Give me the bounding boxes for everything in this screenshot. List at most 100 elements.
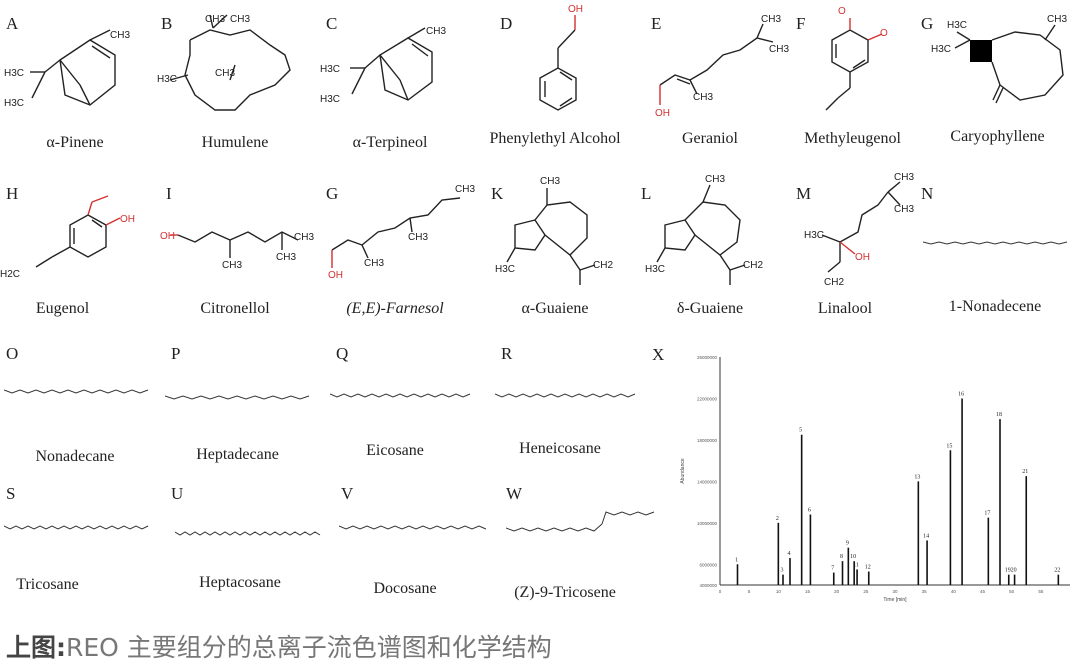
atom-label: O: [880, 28, 888, 39]
compound-name: Heptacosane: [199, 574, 281, 591]
x-axis-label: Time [min]: [883, 597, 907, 603]
linalool-structure: CH3 CH3 H3C OH CH2: [804, 172, 914, 288]
farnesol-structure: OH CH3 CH3 CH3: [328, 184, 475, 281]
atom-label: H3C: [947, 20, 967, 31]
compound-name: Linalool: [817, 300, 873, 317]
panel-letter: L: [641, 184, 652, 203]
peak-label: 16: [958, 391, 964, 397]
compound-name: Geraniol: [682, 130, 738, 147]
atom-label: OH: [160, 231, 175, 242]
panel-m: M CH3 CH3 H3C OH CH2 Linalool: [790, 170, 960, 325]
compound-name: δ-Guaiene: [676, 300, 744, 317]
panel-letter: I: [166, 184, 172, 203]
compound-name: Citronellol: [200, 300, 270, 317]
panel-letter: B: [161, 14, 173, 33]
eicosane-chain: [330, 393, 471, 398]
panel-letter: D: [500, 14, 513, 33]
eugenol-structure: OH H2C: [0, 195, 135, 280]
figure-caption: 上图:REO 主要组分的总离子流色谱图和化学结构: [6, 628, 552, 664]
heptacosane-chain: [175, 531, 321, 536]
atom-label: H3C: [804, 230, 824, 241]
panel-letter: C: [326, 14, 338, 33]
x-tick-label: 10: [776, 589, 782, 594]
peak-label: 21: [1022, 469, 1028, 475]
atom-label: CH3: [1047, 14, 1067, 25]
compound-name: Nonadecane: [35, 448, 115, 465]
atom-label: CH3: [761, 14, 781, 25]
atom-label: CH3: [364, 258, 384, 269]
y-tick-label: 22000000: [697, 396, 718, 401]
compound-name: α-Pinene: [46, 134, 104, 151]
atom-label: OH: [328, 270, 343, 281]
panel-letter: F: [796, 14, 806, 33]
panel-g-farnesol: G OH CH3 CH3 CH3 (E,E)-Farnesol: [320, 170, 490, 325]
alpha-terpineol-structure: CH3 H3C H3C: [320, 26, 446, 105]
peak-label: 1: [735, 557, 738, 563]
peak-label: 6: [808, 508, 811, 514]
panel-letter: Q: [336, 344, 349, 363]
atom-label: OH: [855, 252, 870, 263]
compound-name: Tricosane: [16, 576, 79, 593]
atom-label: CH3: [205, 14, 225, 25]
peak-label: 12: [865, 565, 871, 571]
peak-label: 11: [853, 562, 859, 568]
panel-e: E CH3 CH3 CH3 OH Geraniol: [645, 0, 815, 155]
x-tick-label: 20: [834, 589, 840, 594]
atom-label: CH3: [215, 68, 235, 79]
atom-label: OH: [655, 108, 670, 119]
panel-letter: G: [921, 14, 934, 33]
panel-letter: X: [652, 345, 665, 364]
atom-label: H3C: [157, 74, 177, 85]
panel-d: D OH Phenylethyl Alcohol: [480, 0, 650, 155]
alpha-guaiene-structure: CH3 H3C CH2: [495, 176, 613, 285]
panel-p: P Heptadecane: [165, 330, 335, 485]
panel-h: H OH H2C Eugenol: [0, 170, 170, 325]
compound-name: Phenylethyl Alcohol: [489, 130, 621, 147]
panel-l: L CH3 H3C CH2 δ-Guaiene: [635, 170, 805, 325]
panel-s: S Tricosane: [0, 470, 170, 625]
atom-label: H2C: [0, 269, 20, 280]
tricosane-chain: [4, 525, 149, 530]
panel-letter: U: [171, 484, 184, 503]
x-tick-label: 5: [748, 589, 751, 594]
compound-name: (E,E)-Farnesol: [346, 300, 444, 317]
atom-label: H3C: [320, 64, 340, 75]
atom-label: CH3: [294, 232, 314, 243]
compound-name: Docosane: [373, 580, 437, 597]
peak-label: 10: [850, 554, 856, 560]
atom-label: H3C: [645, 264, 665, 275]
peak-label: 3: [781, 568, 784, 574]
compound-name: Heneicosane: [519, 440, 601, 457]
y-tick-label: 10000000: [697, 521, 718, 526]
heptadecane-chain: [165, 395, 310, 400]
compound-name: α-Terpineol: [352, 134, 428, 151]
atom-label: H3C: [931, 44, 951, 55]
peak-label: 22: [1054, 568, 1060, 574]
atom-label: CH2: [824, 277, 844, 288]
x-tick-label: 0: [719, 589, 722, 594]
nonadecane-chain: [4, 389, 149, 394]
panel-letter: A: [6, 14, 19, 33]
docosane-chain: [339, 525, 487, 530]
caption-text: REO 主要组分的总离子流色谱图和化学结构: [66, 633, 552, 662]
atom-label: CH3: [540, 176, 560, 187]
atom-label: CH3: [769, 44, 789, 55]
atom-label: OH: [568, 4, 583, 15]
atom-label: H3C: [320, 94, 340, 105]
panel-letter: S: [6, 484, 16, 503]
x-tick-label: 45: [980, 589, 986, 594]
citronellol-structure: OH CH3 CH3 CH3: [160, 231, 314, 271]
x-tick-label: 50: [1009, 589, 1015, 594]
panel-u: U Heptacosane: [165, 470, 335, 625]
peak-label: 17: [984, 511, 990, 517]
peak-label: 9: [846, 541, 849, 547]
peak-label: 7: [831, 566, 834, 572]
atom-label: OH: [120, 214, 135, 225]
peak-label: 13: [914, 474, 920, 480]
peak-label: 4: [788, 551, 791, 557]
x-tick-label: 40: [951, 589, 957, 594]
compound-name: Heptadecane: [196, 446, 279, 463]
panel-letter: E: [651, 14, 662, 33]
panel-k: K CH3 H3C CH2 α-Guaiene: [485, 170, 655, 325]
nonadecene-chain: [923, 241, 1068, 245]
